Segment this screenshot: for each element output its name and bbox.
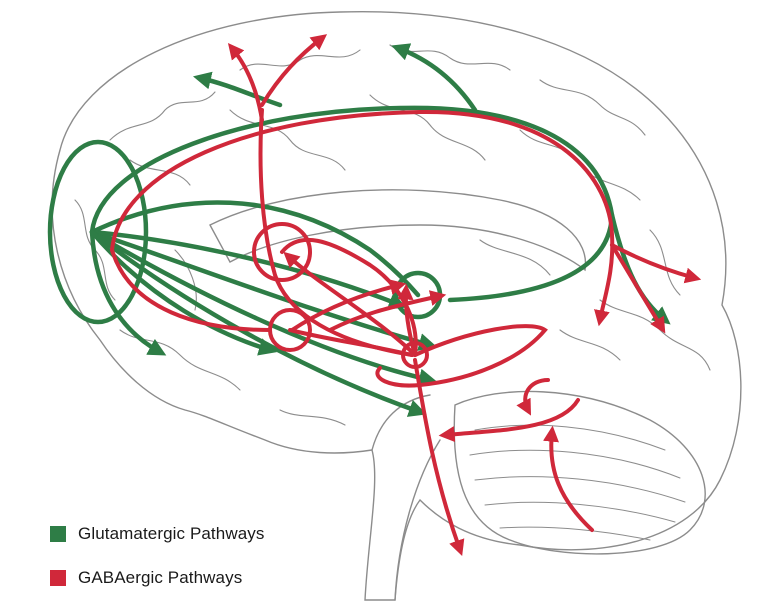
- red-lower-frontal: [110, 248, 272, 332]
- red-descending: [258, 108, 414, 357]
- cerebellum-folia: [469, 424, 686, 541]
- legend-item-gabaergic: GABAergic Pathways: [50, 566, 264, 590]
- red-cerebellar-hook: [516, 378, 550, 416]
- cerebellum-outline: [453, 390, 706, 555]
- green-fan-1: [89, 200, 421, 298]
- green-fan-4: [89, 229, 438, 387]
- green-prefrontal-loop: [47, 139, 149, 325]
- green-arch-to-occipital: [89, 105, 671, 325]
- red-arrow-occipital-low: [610, 243, 666, 334]
- green-arrow-lower-frontal: [89, 229, 167, 356]
- red-arrow-to-thalamus-1: [290, 279, 407, 332]
- legend-item-glutamatergic: Glutamatergic Pathways: [50, 522, 264, 546]
- green-fan-3: [89, 229, 437, 351]
- red-cerebellar-rise: [543, 425, 594, 532]
- red-arrow-to-striatum: [283, 251, 417, 357]
- glutamatergic-pathways: [47, 43, 671, 417]
- red-pallidum-ring: [268, 308, 312, 352]
- green-fan-5: [89, 229, 427, 417]
- brain-outline: [51, 10, 742, 601]
- red-arrow-top-1: [227, 43, 264, 122]
- legend-label-glutamatergic: Glutamatergic Pathways: [78, 524, 265, 543]
- legend-swatch-gabaergic: [50, 570, 66, 586]
- red-arrow-to-thalamus-2: [397, 283, 417, 357]
- legend: Glutamatergic Pathways GABAergic Pathway…: [50, 522, 264, 590]
- red-arrow-top-2: [260, 34, 328, 107]
- gabaergic-pathways: [110, 34, 702, 557]
- green-arrow-top: [391, 43, 478, 113]
- red-loop-striatum: [280, 237, 418, 357]
- brainstem: [371, 394, 441, 601]
- red-pallidum-link: [288, 328, 414, 357]
- green-arrow-top-left: [192, 71, 283, 108]
- red-frontal-arch: [110, 109, 615, 327]
- red-striatum-ring: [252, 222, 312, 282]
- green-occipital-to-thalamus: [447, 212, 615, 303]
- legend-swatch-glutamatergic: [50, 526, 66, 542]
- red-arrow-brainstem: [438, 398, 580, 443]
- red-arrow-down: [413, 358, 465, 557]
- legend-label-gabaergic: GABAergic Pathways: [78, 568, 243, 587]
- red-arrow-occipital: [610, 243, 702, 284]
- red-nigra-loop: [375, 324, 548, 388]
- red-arrow-to-thalamus-3: [328, 290, 447, 332]
- green-fan-2: [89, 229, 407, 310]
